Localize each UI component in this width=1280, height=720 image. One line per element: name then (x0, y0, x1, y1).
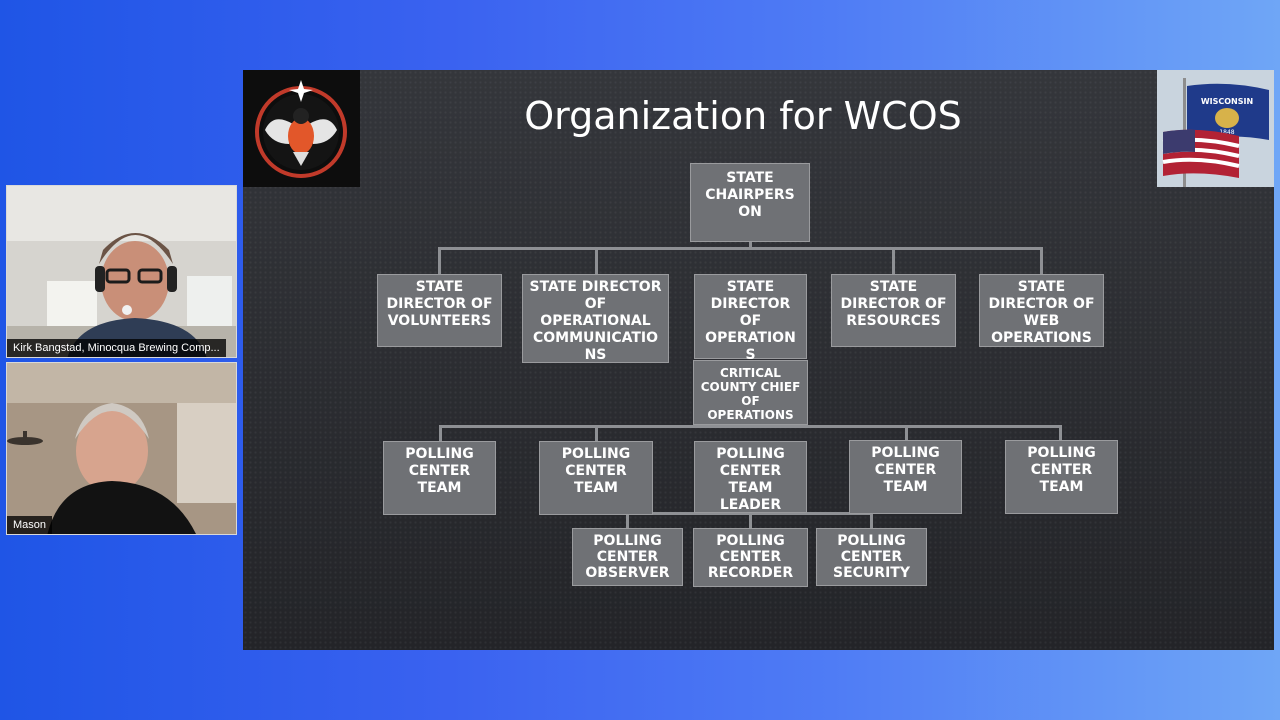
connector-line (1040, 247, 1043, 274)
connector-line (1059, 425, 1062, 442)
connector-line (892, 247, 895, 274)
flag-state-label: WISCONSIN (1201, 97, 1253, 106)
connector-line (595, 425, 598, 442)
connector-line (749, 512, 752, 528)
connector-line (438, 247, 441, 274)
participant-name-kirk: Kirk Bangstad, Minocqua Brewing Comp... (7, 339, 226, 357)
participant-name-mason: Mason (7, 516, 53, 534)
connector-line (439, 425, 1062, 428)
flag-year-label: 1848 (1219, 129, 1234, 136)
connector-line (905, 425, 908, 442)
connector-line (439, 425, 442, 442)
participant-video-kirk (7, 186, 236, 357)
participant-video-mason (7, 363, 236, 534)
participant-tile-mason[interactable]: Mason (6, 362, 237, 535)
connector-line (749, 242, 752, 250)
connector-line (438, 247, 1043, 250)
connector-line (595, 247, 598, 274)
participant-tile-kirk[interactable]: Kirk Bangstad, Minocqua Brewing Comp... (6, 185, 237, 358)
connector-line (626, 512, 629, 528)
connector-line (870, 512, 873, 528)
shared-slide: WISCONSIN 1848 Organization for WCOS STA… (243, 70, 1274, 650)
slide-title: Organization for WCOS (524, 94, 962, 138)
robin-logo-icon (243, 70, 360, 187)
wisconsin-flag-image: WISCONSIN 1848 (1157, 70, 1274, 187)
